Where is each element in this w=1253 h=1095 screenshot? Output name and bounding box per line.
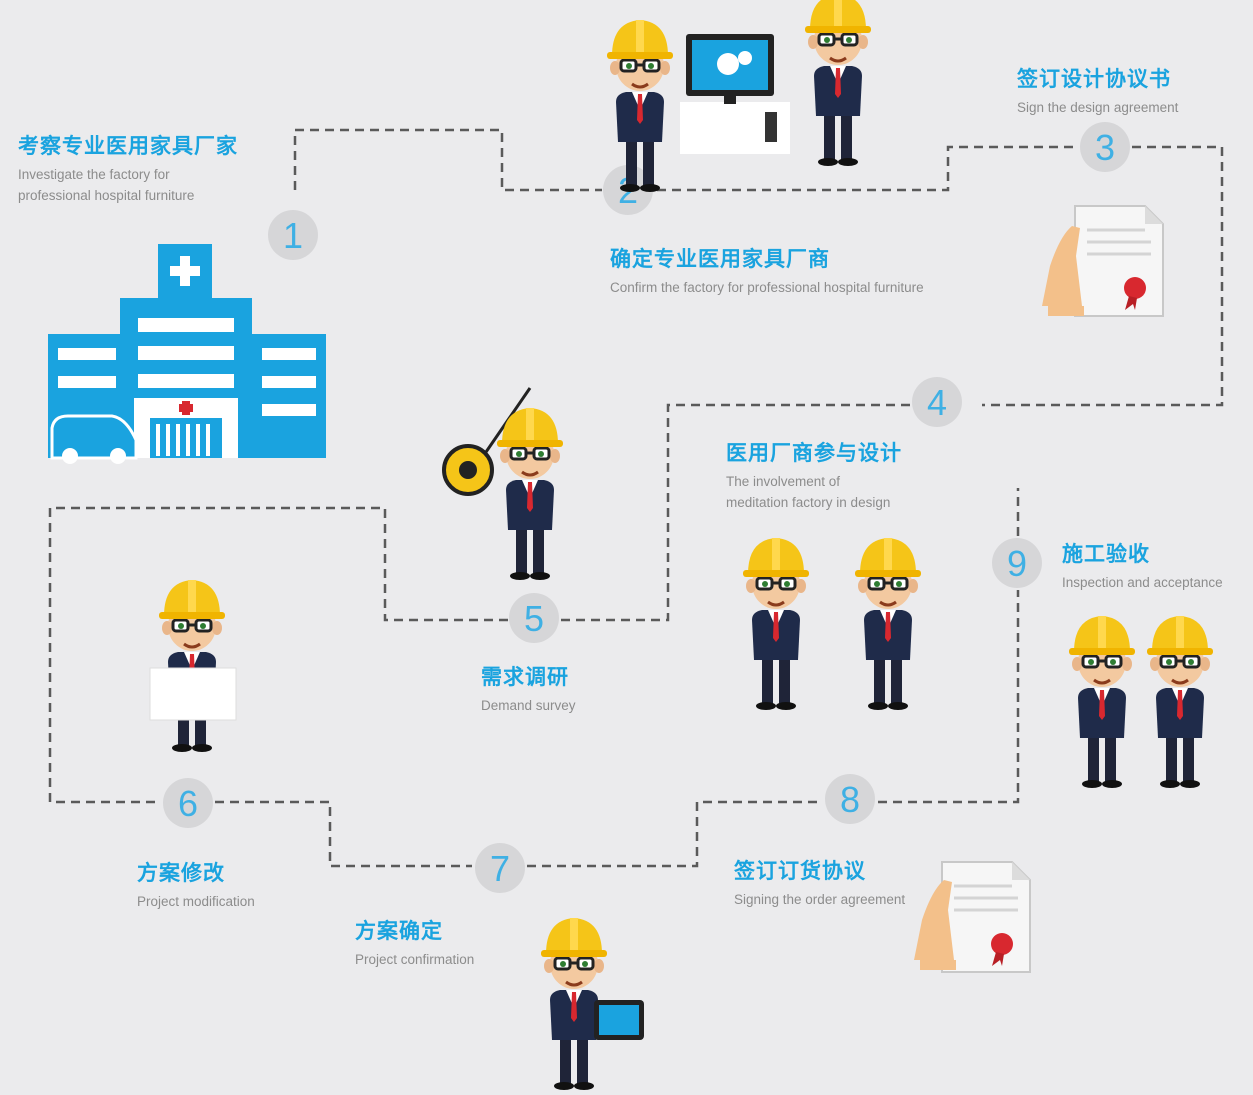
step-4-title: 医用厂商参与设计 — [726, 441, 902, 465]
engineer-with-tablet — [539, 916, 644, 1092]
step-number-5: 5 — [524, 598, 544, 639]
step-1-description-line-1: Investigate the factory for — [18, 167, 170, 182]
connector-7-8 — [527, 800, 822, 868]
step-5-label: 需求调研 Demand survey — [481, 661, 576, 716]
step-marker-8: 8 — [825, 774, 875, 824]
step-7-description: Project confirmation — [355, 952, 475, 967]
step-1-label: 考察专业医用家具厂家 Investigate the factory for p… — [18, 130, 238, 206]
hospital-building-icon — [48, 244, 326, 464]
connector-lines — [48, 128, 1224, 868]
engineer-with-tape-measure — [442, 387, 565, 582]
connector-2-3 — [657, 145, 1078, 192]
step-7-title: 方案确定 — [355, 919, 443, 943]
connector-3-4 — [982, 145, 1224, 407]
step-9-description: Inspection and acceptance — [1062, 575, 1223, 590]
step-2-description: Confirm the factory for professional hos… — [610, 280, 924, 295]
step-2-label: 确定专业医用家具厂商 Confirm the factory for profe… — [610, 243, 924, 298]
step-3-title: 签订设计协议书 — [1017, 67, 1171, 91]
step-4-label: 医用厂商参与设计 The involvement of meditation f… — [726, 437, 902, 513]
step-marker-7: 7 — [475, 843, 525, 893]
step-number-1: 1 — [283, 215, 303, 256]
step-5-description: Demand survey — [481, 698, 576, 713]
hand-holding-order-document — [914, 860, 1032, 974]
hand-holding-certificate — [1042, 204, 1165, 318]
step-4-description-line-1: The involvement of — [726, 474, 841, 489]
step-9-title: 施工验收 — [1062, 542, 1150, 566]
step-5-title: 需求调研 — [481, 665, 569, 689]
step-6-description: Project modification — [137, 894, 255, 909]
connector-8-9 — [878, 590, 1020, 804]
step-number-8: 8 — [840, 779, 860, 820]
step-8-description: Signing the order agreement — [734, 892, 906, 907]
step-8-title: 签订订货协议 — [734, 859, 866, 883]
step-1-description-line-2: professional hospital furniture — [18, 188, 195, 203]
connector-4-5 — [560, 403, 910, 622]
step-6-label: 方案修改 Project modification — [137, 857, 255, 912]
step-marker-4: 4 — [912, 377, 962, 427]
step-marker-1: 1 — [268, 210, 318, 260]
engineers-at-computer — [605, 0, 873, 194]
two-engineers-discussing — [741, 536, 923, 712]
step-7-label: 方案确定 Project confirmation — [355, 915, 474, 970]
step-4-description-line-2: meditation factory in design — [726, 495, 891, 510]
step-number-6: 6 — [178, 783, 198, 824]
step-marker-9: 9 — [992, 538, 1042, 588]
step-4-description: The involvement of meditation factory in… — [726, 471, 902, 513]
step-number-9: 9 — [1007, 543, 1027, 584]
connector-1-2 — [293, 128, 602, 192]
connector-5-6 — [48, 506, 508, 804]
step-1-title: 考察专业医用家具厂家 — [18, 134, 238, 158]
step-number-7: 7 — [490, 848, 510, 889]
step-3-description: Sign the design agreement — [1017, 100, 1179, 115]
step-number-3: 3 — [1095, 127, 1115, 168]
step-1-description: Investigate the factory for professional… — [18, 164, 238, 206]
step-marker-5: 5 — [509, 593, 559, 643]
step-number-4: 4 — [927, 382, 947, 423]
step-marker-6: 6 — [163, 778, 213, 828]
step-9-label: 施工验收 Inspection and acceptance — [1062, 538, 1223, 593]
engineers-inspection — [1067, 614, 1215, 790]
step-2-title: 确定专业医用家具厂商 — [610, 247, 830, 271]
step-8-label: 签订订货协议 Signing the order agreement — [734, 855, 905, 910]
engineer-holding-blueprint — [149, 578, 237, 754]
step-6-title: 方案修改 — [137, 861, 225, 885]
step-marker-3: 3 — [1080, 122, 1130, 172]
step-3-label: 签订设计协议书 Sign the design agreement — [1017, 63, 1178, 118]
